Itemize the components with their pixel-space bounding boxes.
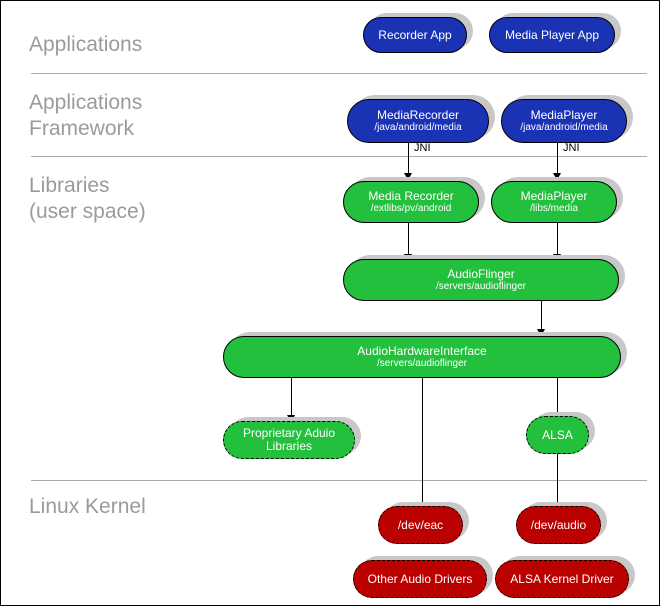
node-proprietary-audio-libraries-line1: Proprietary Aduio xyxy=(242,426,336,440)
node-media-recorder-library[interactable]: Media Recorder /extlibs/pv/android xyxy=(343,181,479,223)
separator-kernel xyxy=(31,480,647,481)
node-alsa-title: ALSA xyxy=(542,428,573,442)
connector-ahi-to-alsa xyxy=(557,375,558,419)
node-dev-eac-title: /dev/eac xyxy=(397,518,444,532)
node-proprietary-audio-libraries-line2: Libraries xyxy=(265,439,313,453)
node-audiohardwareinterface-path: /servers/audioflinger xyxy=(376,358,468,369)
node-other-audio-drivers-title: Other Audio Drivers xyxy=(367,572,473,586)
edge-label-jni-left: JNI xyxy=(414,142,431,154)
node-dev-eac[interactable]: /dev/eac xyxy=(378,506,463,544)
connector-audioflinger-to-audiohardwareinterface xyxy=(541,298,542,333)
separator-applications xyxy=(31,73,647,74)
node-mediaplayer-framework-path: /java/android/media xyxy=(520,122,608,133)
node-mediaplayer-framework-title: MediaPlayer xyxy=(530,108,598,122)
node-recorder-app[interactable]: Recorder App xyxy=(363,17,467,53)
node-media-recorder-library-title: Media Recorder xyxy=(368,189,454,203)
connector-ahi-to-dev-eac xyxy=(422,375,423,506)
node-mediarecorder-framework-path: /java/android/media xyxy=(374,122,462,133)
node-alsa-kernel-driver[interactable]: ALSA Kernel Driver xyxy=(495,560,629,598)
connector-alsa-to-dev-audio xyxy=(557,454,558,506)
connector-mediarecorder-to-media-recorder xyxy=(408,140,409,176)
arrowhead-mediaplayer-lib xyxy=(553,173,561,180)
node-audioflinger-title: AudioFlinger xyxy=(447,267,515,281)
node-mediaplayer-framework[interactable]: MediaPlayer /java/android/media xyxy=(501,99,627,143)
node-mediaplayer-library-path: /libs/media xyxy=(530,203,578,214)
layer-label-linux-kernel: Linux Kernel xyxy=(29,495,146,518)
node-audiohardwareinterface[interactable]: AudioHardwareInterface /servers/audiofli… xyxy=(223,336,621,378)
node-mediaplayer-library[interactable]: MediaPlayer /libs/media xyxy=(491,181,617,223)
node-mediaplayer-library-title: MediaPlayer xyxy=(520,189,588,203)
node-mediarecorder-framework[interactable]: MediaRecorder /java/android/media xyxy=(347,99,489,143)
node-recorder-app-title: Recorder App xyxy=(378,28,452,42)
connector-mediaplayer-lib-to-audioflinger xyxy=(557,220,558,258)
node-mediarecorder-framework-title: MediaRecorder xyxy=(376,108,460,122)
node-dev-audio[interactable]: /dev/audio xyxy=(516,506,601,544)
connector-ahi-to-proprietary-libraries xyxy=(291,375,292,419)
connector-mediaplayer-to-mediaplayer-lib xyxy=(557,140,558,176)
node-media-recorder-library-path: /extlibs/pv/android xyxy=(370,203,452,214)
separator-framework xyxy=(31,156,647,157)
node-media-player-app-title: Media Player App xyxy=(504,28,600,42)
node-other-audio-drivers[interactable]: Other Audio Drivers xyxy=(353,560,487,598)
node-audiohardwareinterface-title: AudioHardwareInterface xyxy=(357,344,487,358)
layer-label-libraries: Libraries (user space) xyxy=(29,174,146,223)
node-audioflinger[interactable]: AudioFlinger /servers/audioflinger xyxy=(343,259,619,301)
node-proprietary-audio-libraries[interactable]: Proprietary Aduio Libraries xyxy=(223,421,355,459)
layer-label-applications-framework: Applications Framework xyxy=(29,91,143,140)
node-alsa[interactable]: ALSA xyxy=(526,416,589,454)
node-dev-audio-title: /dev/audio xyxy=(530,518,587,532)
connector-media-recorder-to-audioflinger xyxy=(408,220,409,258)
arrowhead-media-recorder xyxy=(404,173,412,180)
layer-label-applications: Applications xyxy=(29,33,143,56)
node-alsa-kernel-driver-title: ALSA Kernel Driver xyxy=(510,572,614,586)
node-media-player-app[interactable]: Media Player App xyxy=(489,17,615,53)
node-audioflinger-path: /servers/audioflinger xyxy=(435,281,527,292)
edge-label-jni-right: JNI xyxy=(563,142,580,154)
